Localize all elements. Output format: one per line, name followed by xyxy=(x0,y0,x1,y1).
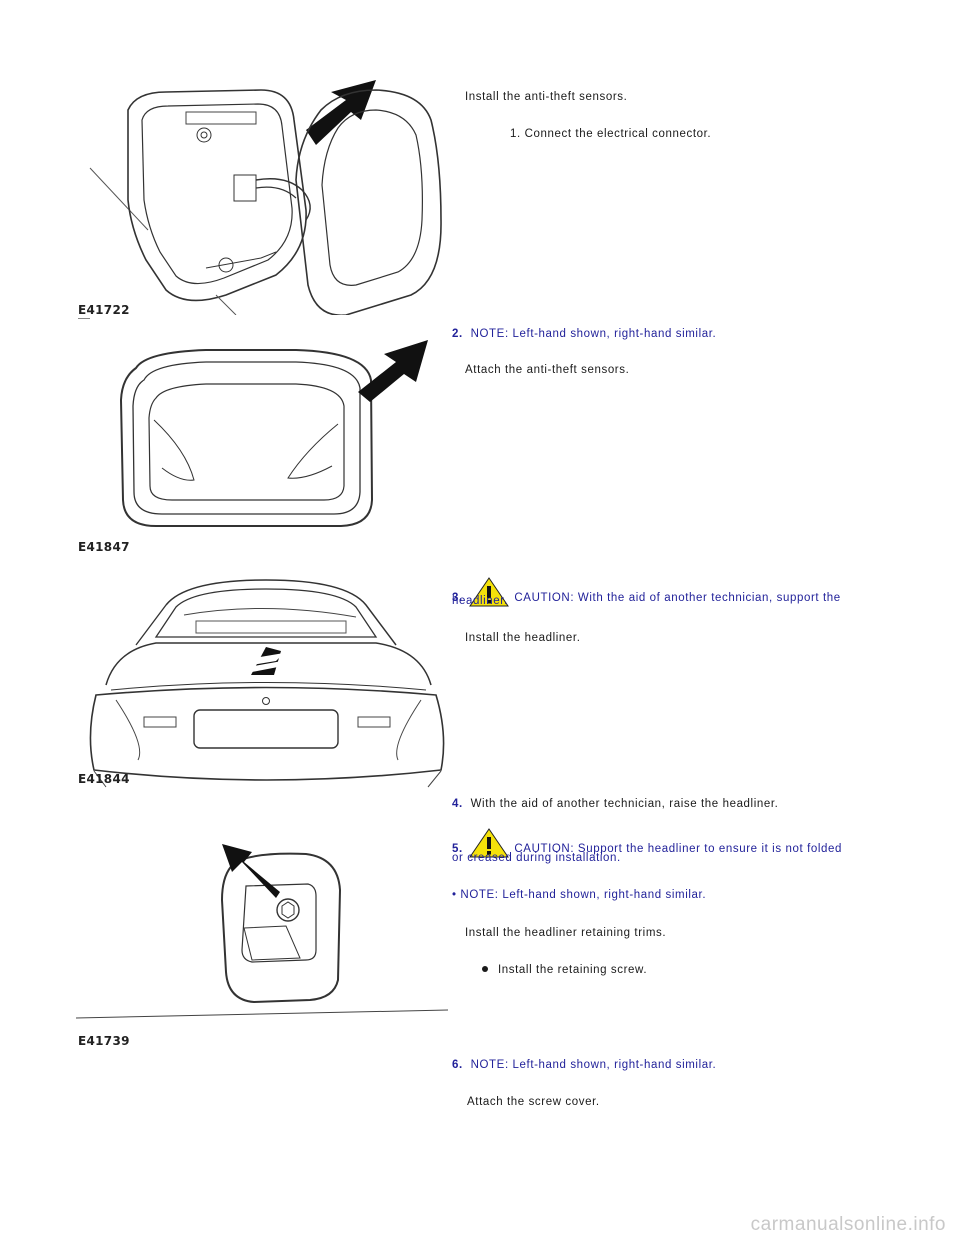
figure-id: E41739 xyxy=(78,1034,130,1048)
caution-text-continued: or creased during installation. xyxy=(452,852,621,864)
step-number: 3. xyxy=(452,592,463,604)
warning-icon xyxy=(468,577,509,610)
illustration-anti-theft-sensor-cover xyxy=(76,340,448,540)
figure-id: E41844 xyxy=(78,772,130,786)
step-number: 6. xyxy=(452,1059,463,1071)
figure-id: E41722 xyxy=(78,303,130,317)
figure-id: E41847 xyxy=(78,540,130,554)
step4-line: 4. With the aid of another technician, r… xyxy=(452,798,778,810)
step5-text: Install the headliner retaining trims. xyxy=(465,927,667,939)
caution-text: CAUTION: Support the headliner to ensure… xyxy=(514,843,842,855)
caution-text-continued: headliner. xyxy=(452,595,508,607)
step3-text: Install the headliner. xyxy=(465,632,581,644)
step3-header: 3. CAUTION: With the aid of another tech… xyxy=(452,577,841,610)
bullet-icon xyxy=(482,966,488,972)
step4-text: With the aid of another technician, rais… xyxy=(470,798,779,810)
step-number: 2. xyxy=(452,328,463,340)
caution-text: CAUTION: With the aid of another technic… xyxy=(514,592,841,604)
divider xyxy=(78,318,90,319)
step2-text: Attach the anti-theft sensors. xyxy=(465,364,630,376)
step5-header: 5. CAUTION: Support the headliner to ens… xyxy=(452,828,842,861)
illustration-headliner-retaining-trim xyxy=(76,840,448,1040)
warning-icon xyxy=(468,828,509,861)
step-number: 4. xyxy=(452,798,463,810)
note-text: NOTE: Left-hand shown, right-hand simila… xyxy=(470,328,717,340)
note-text: • NOTE: Left-hand shown, right-hand simi… xyxy=(452,889,707,901)
step6-header: 6. NOTE: Left-hand shown, right-hand sim… xyxy=(452,1059,716,1071)
illustration-anti-theft-sensor-connector xyxy=(76,80,448,315)
bullet-text: Install the retaining screw. xyxy=(498,964,648,976)
step-number: 5. xyxy=(452,843,463,855)
step2-header: 2. NOTE: Left-hand shown, right-hand sim… xyxy=(452,328,716,340)
bullet-item: Install the retaining screw. xyxy=(482,964,647,976)
step6-text: Attach the screw cover. xyxy=(467,1096,600,1108)
watermark: carmanualsonline.info xyxy=(750,1214,946,1235)
note-text: NOTE: Left-hand shown, right-hand simila… xyxy=(470,1059,717,1071)
illustration-vehicle-rear-headliner xyxy=(76,575,448,790)
step1-subitem: 1. Connect the electrical connector. xyxy=(510,128,712,140)
step1-text: Install the anti-theft sensors. xyxy=(465,91,628,103)
